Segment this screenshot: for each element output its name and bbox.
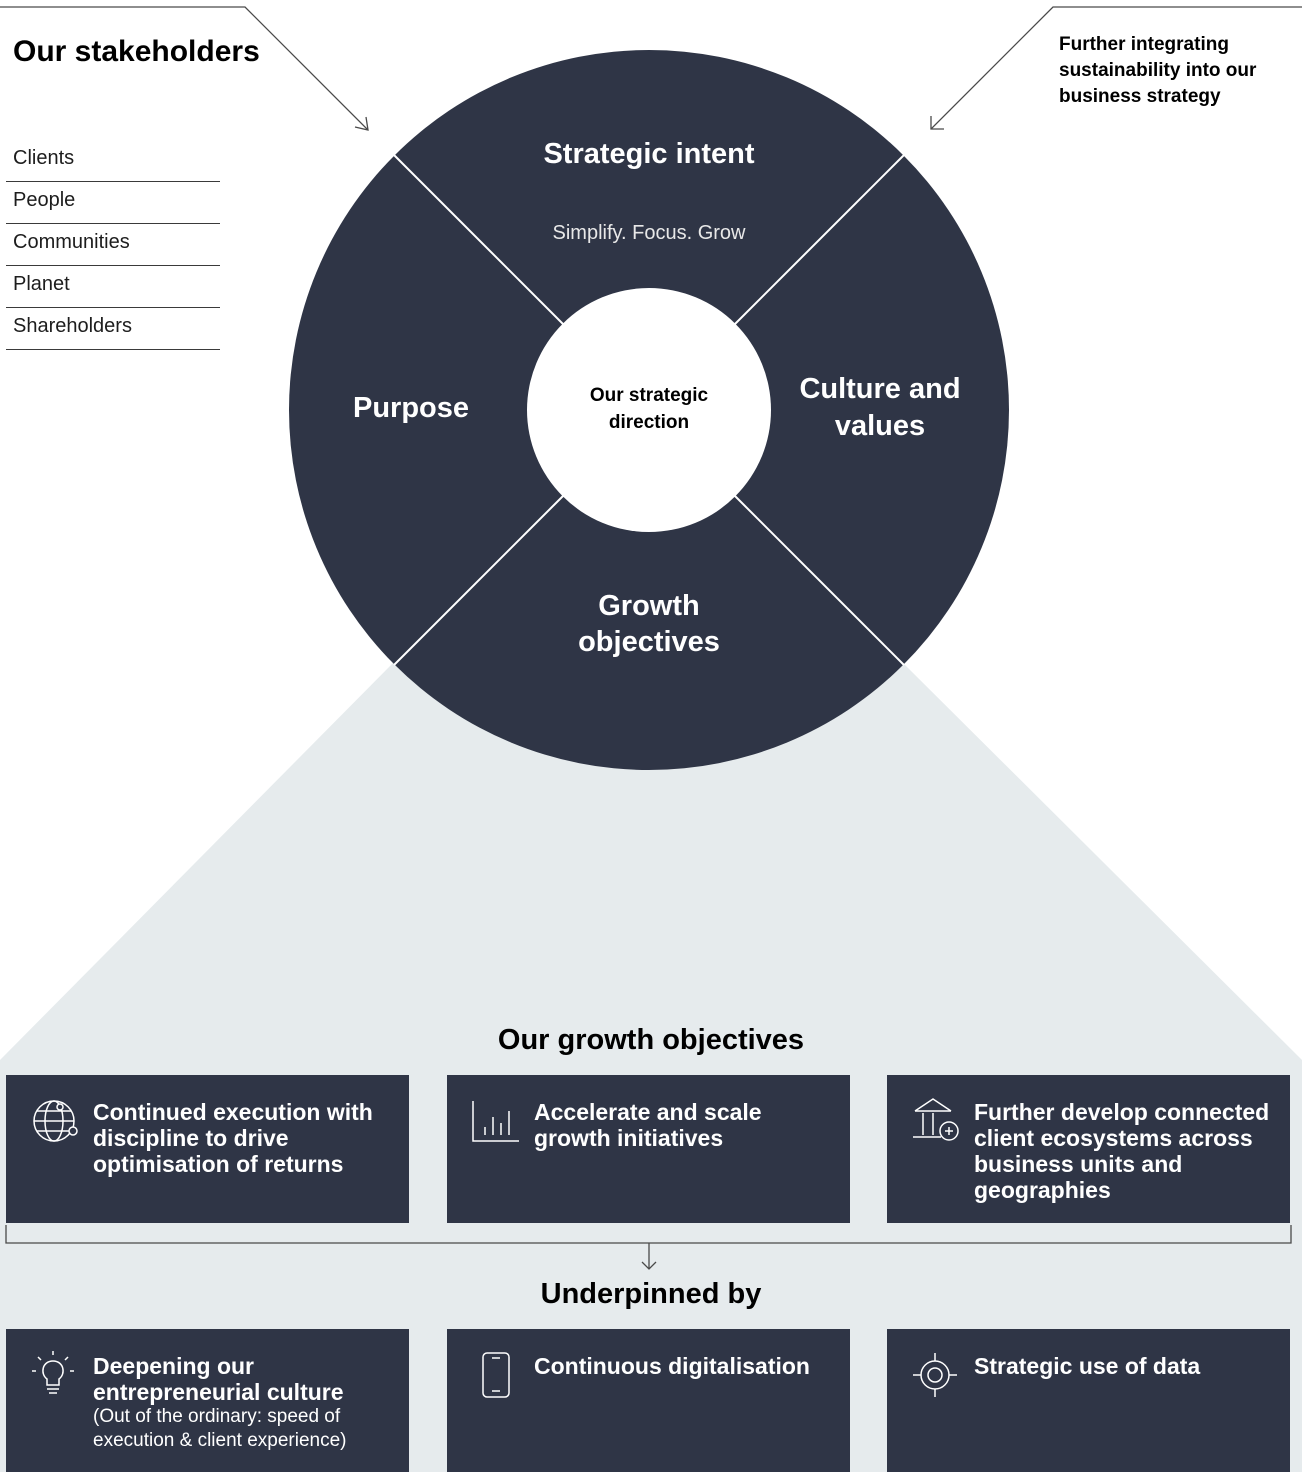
sustainability-note: Further integrating sustainability into … xyxy=(1059,34,1257,107)
globe-network-icon xyxy=(30,1095,82,1147)
wheel-center-label: Our strategic direction xyxy=(589,385,709,433)
target-icon xyxy=(911,1349,963,1401)
growth-card-initiatives: Accelerate and scale growth initiatives xyxy=(447,1075,850,1223)
wheel-center xyxy=(527,288,771,532)
right-pointer-arrow xyxy=(930,6,1302,130)
underpinned-heading: Underpinned by xyxy=(540,1278,762,1310)
bracket-connector xyxy=(5,1225,1292,1270)
segment-strategic-intent-subtitle: Simplify. Focus. Grow xyxy=(552,222,746,244)
segment-culture-title: Culture and values xyxy=(799,373,961,442)
stakeholder-item: Shareholders xyxy=(6,308,220,350)
bar-chart-icon xyxy=(471,1095,523,1147)
underpin-card-text: Strategic use of data xyxy=(974,1353,1201,1379)
wheel-dividers xyxy=(393,154,905,666)
stakeholder-item: Communities xyxy=(6,224,220,266)
underpin-card-subtext: (Out of the ordinary: speed of execution… xyxy=(93,1406,347,1451)
growth-card-ecosystems: Further develop connected client ecosyst… xyxy=(887,1075,1290,1223)
stakeholder-item: Clients xyxy=(6,140,220,182)
stakeholder-item: Planet xyxy=(6,266,220,308)
underpin-card-data: Strategic use of data xyxy=(887,1329,1290,1472)
underpin-card-title: Deepening our entrepreneurial culture xyxy=(93,1353,344,1405)
underpin-card-digital: Continuous digitalisation xyxy=(447,1329,850,1472)
segment-strategic-intent-title: Strategic intent xyxy=(543,138,755,170)
lightbulb-icon xyxy=(30,1349,82,1401)
stakeholder-item: People xyxy=(6,182,220,224)
expansion-panel xyxy=(0,663,1302,1472)
left-pointer-arrow xyxy=(0,6,369,131)
growth-card-returns: Continued execution with discipline to d… xyxy=(6,1075,409,1223)
growth-card-text: Accelerate and scale growth initiatives xyxy=(534,1099,762,1151)
stakeholders-title: Our stakeholders xyxy=(13,35,260,68)
bank-plus-icon xyxy=(911,1095,963,1147)
stakeholders-list: Clients People Communities Planet Shareh… xyxy=(6,140,220,350)
mobile-phone-icon xyxy=(471,1349,523,1401)
segment-purpose-title: Purpose xyxy=(352,392,470,424)
underpin-card-culture: Deepening our entrepreneurial culture (O… xyxy=(6,1329,409,1472)
growth-card-text: Further develop connected client ecosyst… xyxy=(974,1099,1270,1203)
underpin-card-text: Deepening our entrepreneurial culture (O… xyxy=(93,1353,403,1453)
growth-objectives-heading: Our growth objectives xyxy=(497,1024,805,1056)
underpin-card-text: Continuous digitalisation xyxy=(534,1353,810,1379)
growth-card-text: Continued execution with discipline to d… xyxy=(93,1099,373,1177)
segment-growth-title: Growth objectives xyxy=(578,590,720,658)
